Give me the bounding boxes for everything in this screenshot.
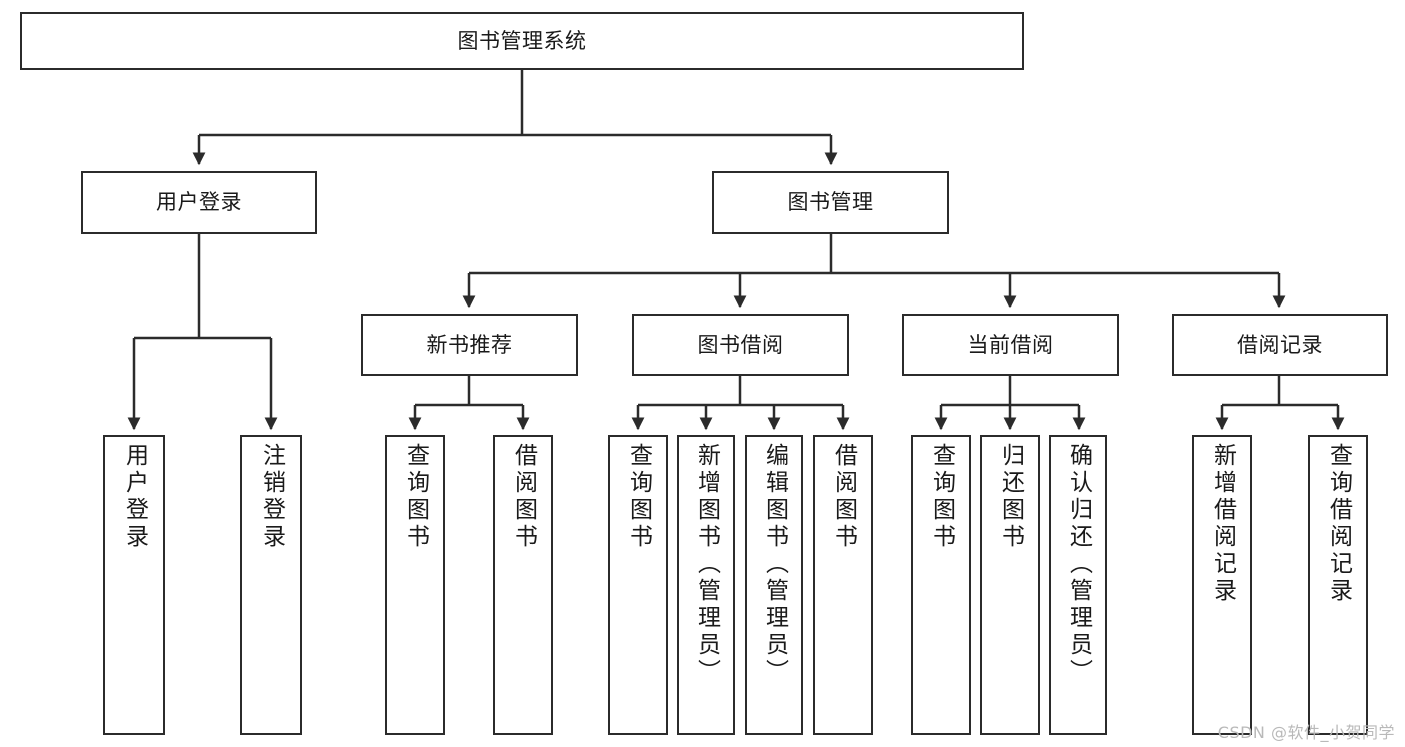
node-borrow-record-label: 借阅记录 xyxy=(1237,332,1323,357)
node-leaf-borrow-book-1[interactable]: 借阅图书 xyxy=(493,435,553,735)
watermark-text: CSDN @软件_小贺同学 xyxy=(1217,723,1395,742)
node-borrow-record[interactable]: 借阅记录 xyxy=(1172,314,1388,376)
node-leaf-borrow-book-2-label: 借阅图书 xyxy=(830,443,857,551)
node-leaf-borrow-book-1-label: 借阅图书 xyxy=(510,443,537,551)
node-leaf-query-book-2[interactable]: 查询图书 xyxy=(608,435,668,735)
node-new-book-recommend[interactable]: 新书推荐 xyxy=(361,314,578,376)
node-book-management-label: 图书管理 xyxy=(787,190,874,215)
node-leaf-return-book-label: 归还图书 xyxy=(997,443,1024,551)
node-user-login[interactable]: 用户登录 xyxy=(81,171,317,234)
node-leaf-add-record[interactable]: 新增借阅记录 xyxy=(1192,435,1252,735)
node-leaf-user-login-label: 用户登录 xyxy=(121,443,148,551)
node-leaf-edit-book-label: 编辑图书（管理员） xyxy=(761,443,788,686)
node-leaf-add-book[interactable]: 新增图书（管理员） xyxy=(677,435,735,735)
node-book-borrow-label: 图书借阅 xyxy=(697,332,784,357)
node-leaf-query-book-2-label: 查询图书 xyxy=(625,443,652,551)
node-leaf-logout-login-label: 注销登录 xyxy=(258,443,285,551)
node-current-borrow-label: 当前借阅 xyxy=(967,332,1054,357)
node-leaf-borrow-book-2[interactable]: 借阅图书 xyxy=(813,435,873,735)
node-new-book-recommend-label: 新书推荐 xyxy=(426,332,513,357)
node-leaf-query-book-3[interactable]: 查询图书 xyxy=(911,435,971,735)
node-leaf-query-book-1-label: 查询图书 xyxy=(402,443,429,551)
node-current-borrow[interactable]: 当前借阅 xyxy=(902,314,1119,376)
node-leaf-query-record-label: 查询借阅记录 xyxy=(1325,443,1352,605)
node-leaf-confirm-return[interactable]: 确认归还（管理员） xyxy=(1049,435,1107,735)
node-book-management[interactable]: 图书管理 xyxy=(712,171,949,234)
node-root-label: 图书管理系统 xyxy=(457,28,587,53)
node-leaf-confirm-return-label: 确认归还（管理员） xyxy=(1065,443,1092,686)
node-leaf-return-book[interactable]: 归还图书 xyxy=(980,435,1040,735)
node-leaf-logout-login[interactable]: 注销登录 xyxy=(240,435,302,735)
node-leaf-user-login[interactable]: 用户登录 xyxy=(103,435,165,735)
node-leaf-add-book-label: 新增图书（管理员） xyxy=(693,443,720,686)
node-leaf-query-book-1[interactable]: 查询图书 xyxy=(385,435,445,735)
node-book-borrow[interactable]: 图书借阅 xyxy=(632,314,849,376)
node-user-login-label: 用户登录 xyxy=(156,190,242,215)
node-leaf-add-record-label: 新增借阅记录 xyxy=(1209,443,1236,605)
node-leaf-edit-book[interactable]: 编辑图书（管理员） xyxy=(745,435,803,735)
node-root[interactable]: 图书管理系统 xyxy=(20,12,1024,70)
node-leaf-query-book-3-label: 查询图书 xyxy=(928,443,955,551)
node-leaf-query-record[interactable]: 查询借阅记录 xyxy=(1308,435,1368,735)
